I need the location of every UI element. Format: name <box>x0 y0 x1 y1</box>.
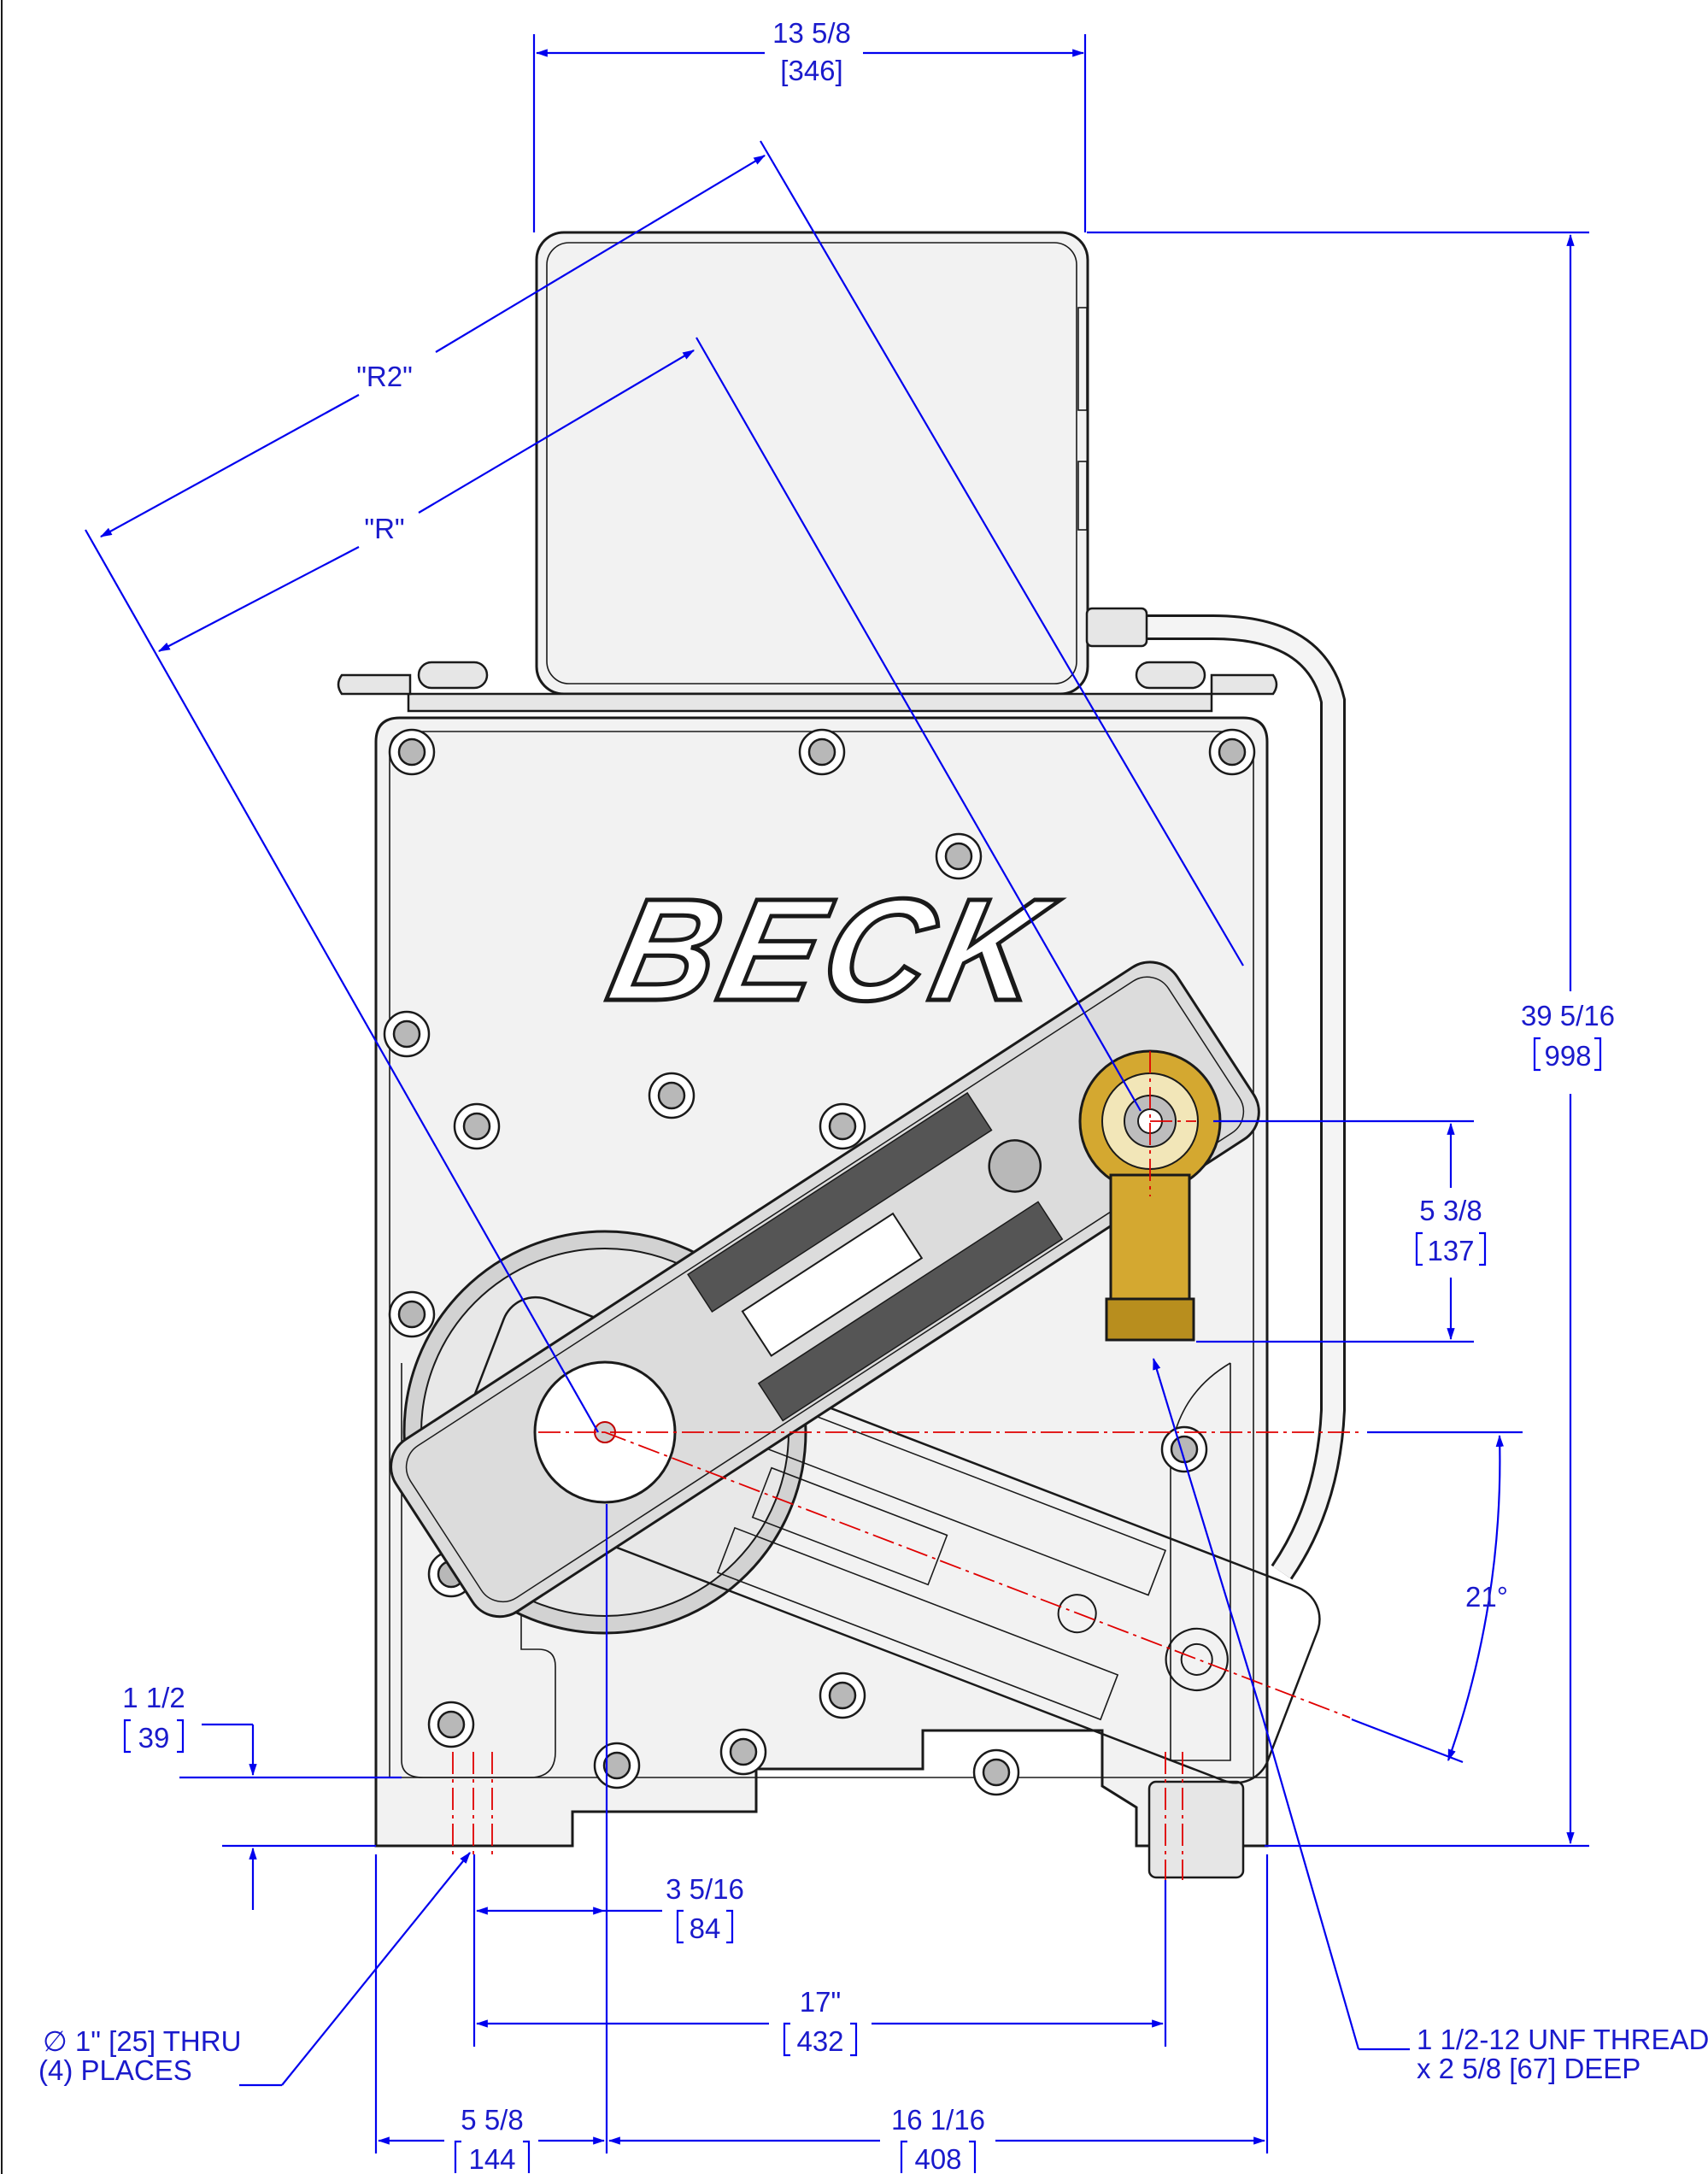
dim-top-width-inch: 13 5/8 <box>772 17 851 49</box>
note-holes-line2: (4) PLACES <box>38 2054 192 2086</box>
dim-hole-spacing-inch: 17" <box>800 1986 841 2018</box>
thread-boss <box>1147 1780 1245 1879</box>
dim-foot-height-inch: 1 1/2 <box>122 1682 185 1713</box>
note-thread-line1: 1 1/2-12 UNF THREAD <box>1417 2024 1708 2055</box>
dim-base-left-inch: 5 5/8 <box>461 2104 523 2136</box>
dim-overall-height-mm: 998 <box>1544 1040 1591 1072</box>
dim-hole-to-shaft-inch: 3 5/16 <box>666 1873 744 1905</box>
centerlines <box>452 1051 1359 1880</box>
dim-radius-r2: "R2" <box>356 361 413 392</box>
mounting-plate <box>407 692 1213 713</box>
dim-radius-r: "R" <box>364 513 404 544</box>
beck-logo: BECK <box>597 869 1068 1031</box>
dim-top-width-mm: [346] <box>780 55 842 86</box>
dim-overall-height-inch: 39 5/16 <box>1521 1000 1615 1031</box>
dim-hole-spacing-mm: 432 <box>796 2025 843 2057</box>
note-holes-line1: ∅ 1" [25] THRU <box>43 2025 241 2057</box>
dim-angle: 21° <box>1465 1581 1508 1613</box>
dim-base-right-inch: 16 1/16 <box>891 2104 985 2136</box>
dim-base-right-mm: 408 <box>914 2143 961 2174</box>
dim-foot-height-mm: 39 <box>138 1722 170 1754</box>
motor-enclosure <box>535 231 1089 696</box>
dim-rod-end-offset-inch: 5 3/8 <box>1419 1195 1482 1226</box>
cable-fitting <box>1085 607 1148 648</box>
dimension-labels: 13 5/8 [346] "R2" "R" 39 5/16 998 5 3/8 … <box>38 17 1708 2174</box>
dim-hole-to-shaft-mm: 84 <box>690 1913 721 1944</box>
dim-base-left-mm: 144 <box>468 2143 515 2174</box>
dimension-lines <box>85 34 1589 2153</box>
note-thread-line2: x 2 5/8 [67] DEEP <box>1417 2053 1641 2084</box>
dim-rod-end-offset-mm: 137 <box>1427 1235 1474 1266</box>
housing-bolts <box>383 728 1256 1796</box>
